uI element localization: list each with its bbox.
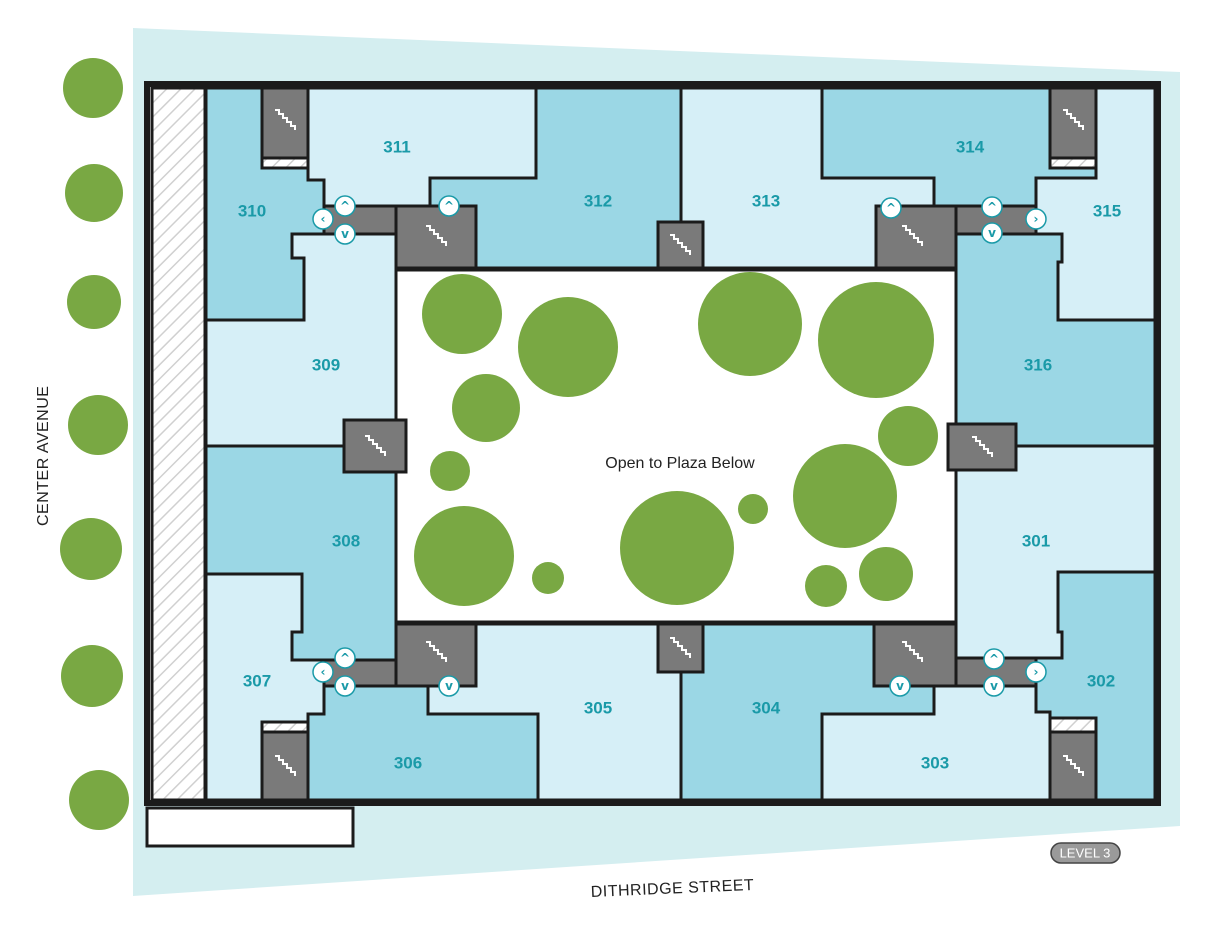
unit-label-309: 309 [312,355,340,374]
svg-text:‹: ‹ [321,212,326,226]
tree-icon [452,374,520,442]
tree-icon [878,406,938,466]
stair-core-top-center [656,220,705,270]
svg-text:v: v [988,226,996,240]
svg-text:›: › [1034,665,1039,679]
unit-label-312: 312 [584,191,612,210]
stair-core-top-right [1048,86,1098,160]
tree-icon [620,491,734,605]
stair-core-nw [394,204,478,270]
arrow-left-icon[interactable]: ‹ [312,661,334,683]
unit-label-314: 314 [956,137,985,156]
tree-icon [818,282,934,398]
svg-text:v: v [896,679,904,693]
tree-icon [422,274,502,354]
unit-label-310: 310 [238,201,266,220]
stair-core-bottom-left [260,730,310,802]
arrow-down-icon[interactable]: v [334,223,356,245]
stair-core-east [946,422,1018,472]
svg-text:›: › [1034,212,1039,226]
tree-icon [859,547,913,601]
svg-text:v: v [445,679,453,693]
tree-icon [532,562,564,594]
arrow-down-icon[interactable]: v [981,222,1003,244]
tree-icon [793,444,897,548]
unit-labels: 301 302 303 304 305 306 307 308 309 310 … [238,137,1121,772]
tree-icon [430,451,470,491]
svg-text:v: v [341,679,349,693]
unit-label-316: 316 [1024,355,1052,374]
tree-icon [738,494,768,524]
arrow-down-icon[interactable]: v [334,675,356,697]
entry-box [145,806,355,848]
arrow-down-icon[interactable]: v [983,675,1005,697]
arrow-right-icon[interactable]: › [1025,208,1047,230]
courtyard-trees [414,272,938,607]
direction-markers: ‹ ^ v ^ ^ ^ v › ‹ ^ v v v ^ v › [312,195,1047,697]
svg-text:^: ^ [340,651,350,665]
arrow-left-icon[interactable]: ‹ [312,208,334,230]
level-badge-text: LEVEL 3 [1060,845,1111,860]
svg-text:^: ^ [340,199,350,213]
stair-core-west [342,418,408,474]
tree-icon [67,275,121,329]
svg-text:^: ^ [987,200,997,214]
courtyard-label: Open to Plaza Below [605,455,755,472]
stair-core-bottom-center [656,622,705,674]
tree-icon [61,645,123,707]
tree-icon [68,395,128,455]
svg-text:v: v [341,227,349,241]
unit-label-304: 304 [752,698,781,717]
unit-label-305: 305 [584,698,612,717]
unit-label-313: 313 [752,191,780,210]
arrow-up-icon[interactable]: ^ [983,648,1005,670]
hatched-landing [1048,156,1098,170]
stair-core-top-left [260,86,310,160]
arrow-up-icon[interactable]: ^ [880,197,902,219]
tree-icon [63,58,123,118]
stair-core-sw [394,622,478,688]
arrow-up-icon[interactable]: ^ [334,195,356,217]
svg-text:‹: ‹ [321,665,326,679]
svg-text:^: ^ [886,201,896,215]
svg-text:^: ^ [444,199,454,213]
level-badge: LEVEL 3 [1050,842,1121,864]
arrow-up-icon[interactable]: ^ [981,196,1003,218]
unit-label-306: 306 [394,753,422,772]
arrow-up-icon[interactable]: ^ [334,647,356,669]
tree-icon [698,272,802,376]
street-label-dithridge-street: DITHRIDGE STREET [590,877,754,901]
arrow-up-icon[interactable]: ^ [438,195,460,217]
hatched-landing [260,720,310,734]
hatched-landing [1048,716,1098,734]
tree-icon [65,164,123,222]
unit-label-303: 303 [921,753,949,772]
unit-label-307: 307 [243,671,271,690]
unit-label-308: 308 [332,531,360,550]
unit-label-301: 301 [1022,531,1050,550]
stair-core-bottom-right [1048,730,1098,802]
hatched-strip [150,86,207,802]
tree-icon [805,565,847,607]
tree-icon [518,297,618,397]
hatched-landing [260,156,310,170]
unit-label-315: 315 [1093,201,1121,220]
arrow-down-icon[interactable]: v [438,675,460,697]
svg-text:^: ^ [989,652,999,666]
svg-text:v: v [990,679,998,693]
street-trees [60,58,129,830]
tree-icon [60,518,122,580]
arrow-right-icon[interactable]: › [1025,661,1047,683]
unit-label-302: 302 [1087,671,1115,690]
street-label-center-avenue: CENTER AVENUE [35,386,52,526]
tree-icon [414,506,514,606]
arrow-down-icon[interactable]: v [889,675,911,697]
tree-icon [69,770,129,830]
unit-label-311: 311 [383,137,410,156]
